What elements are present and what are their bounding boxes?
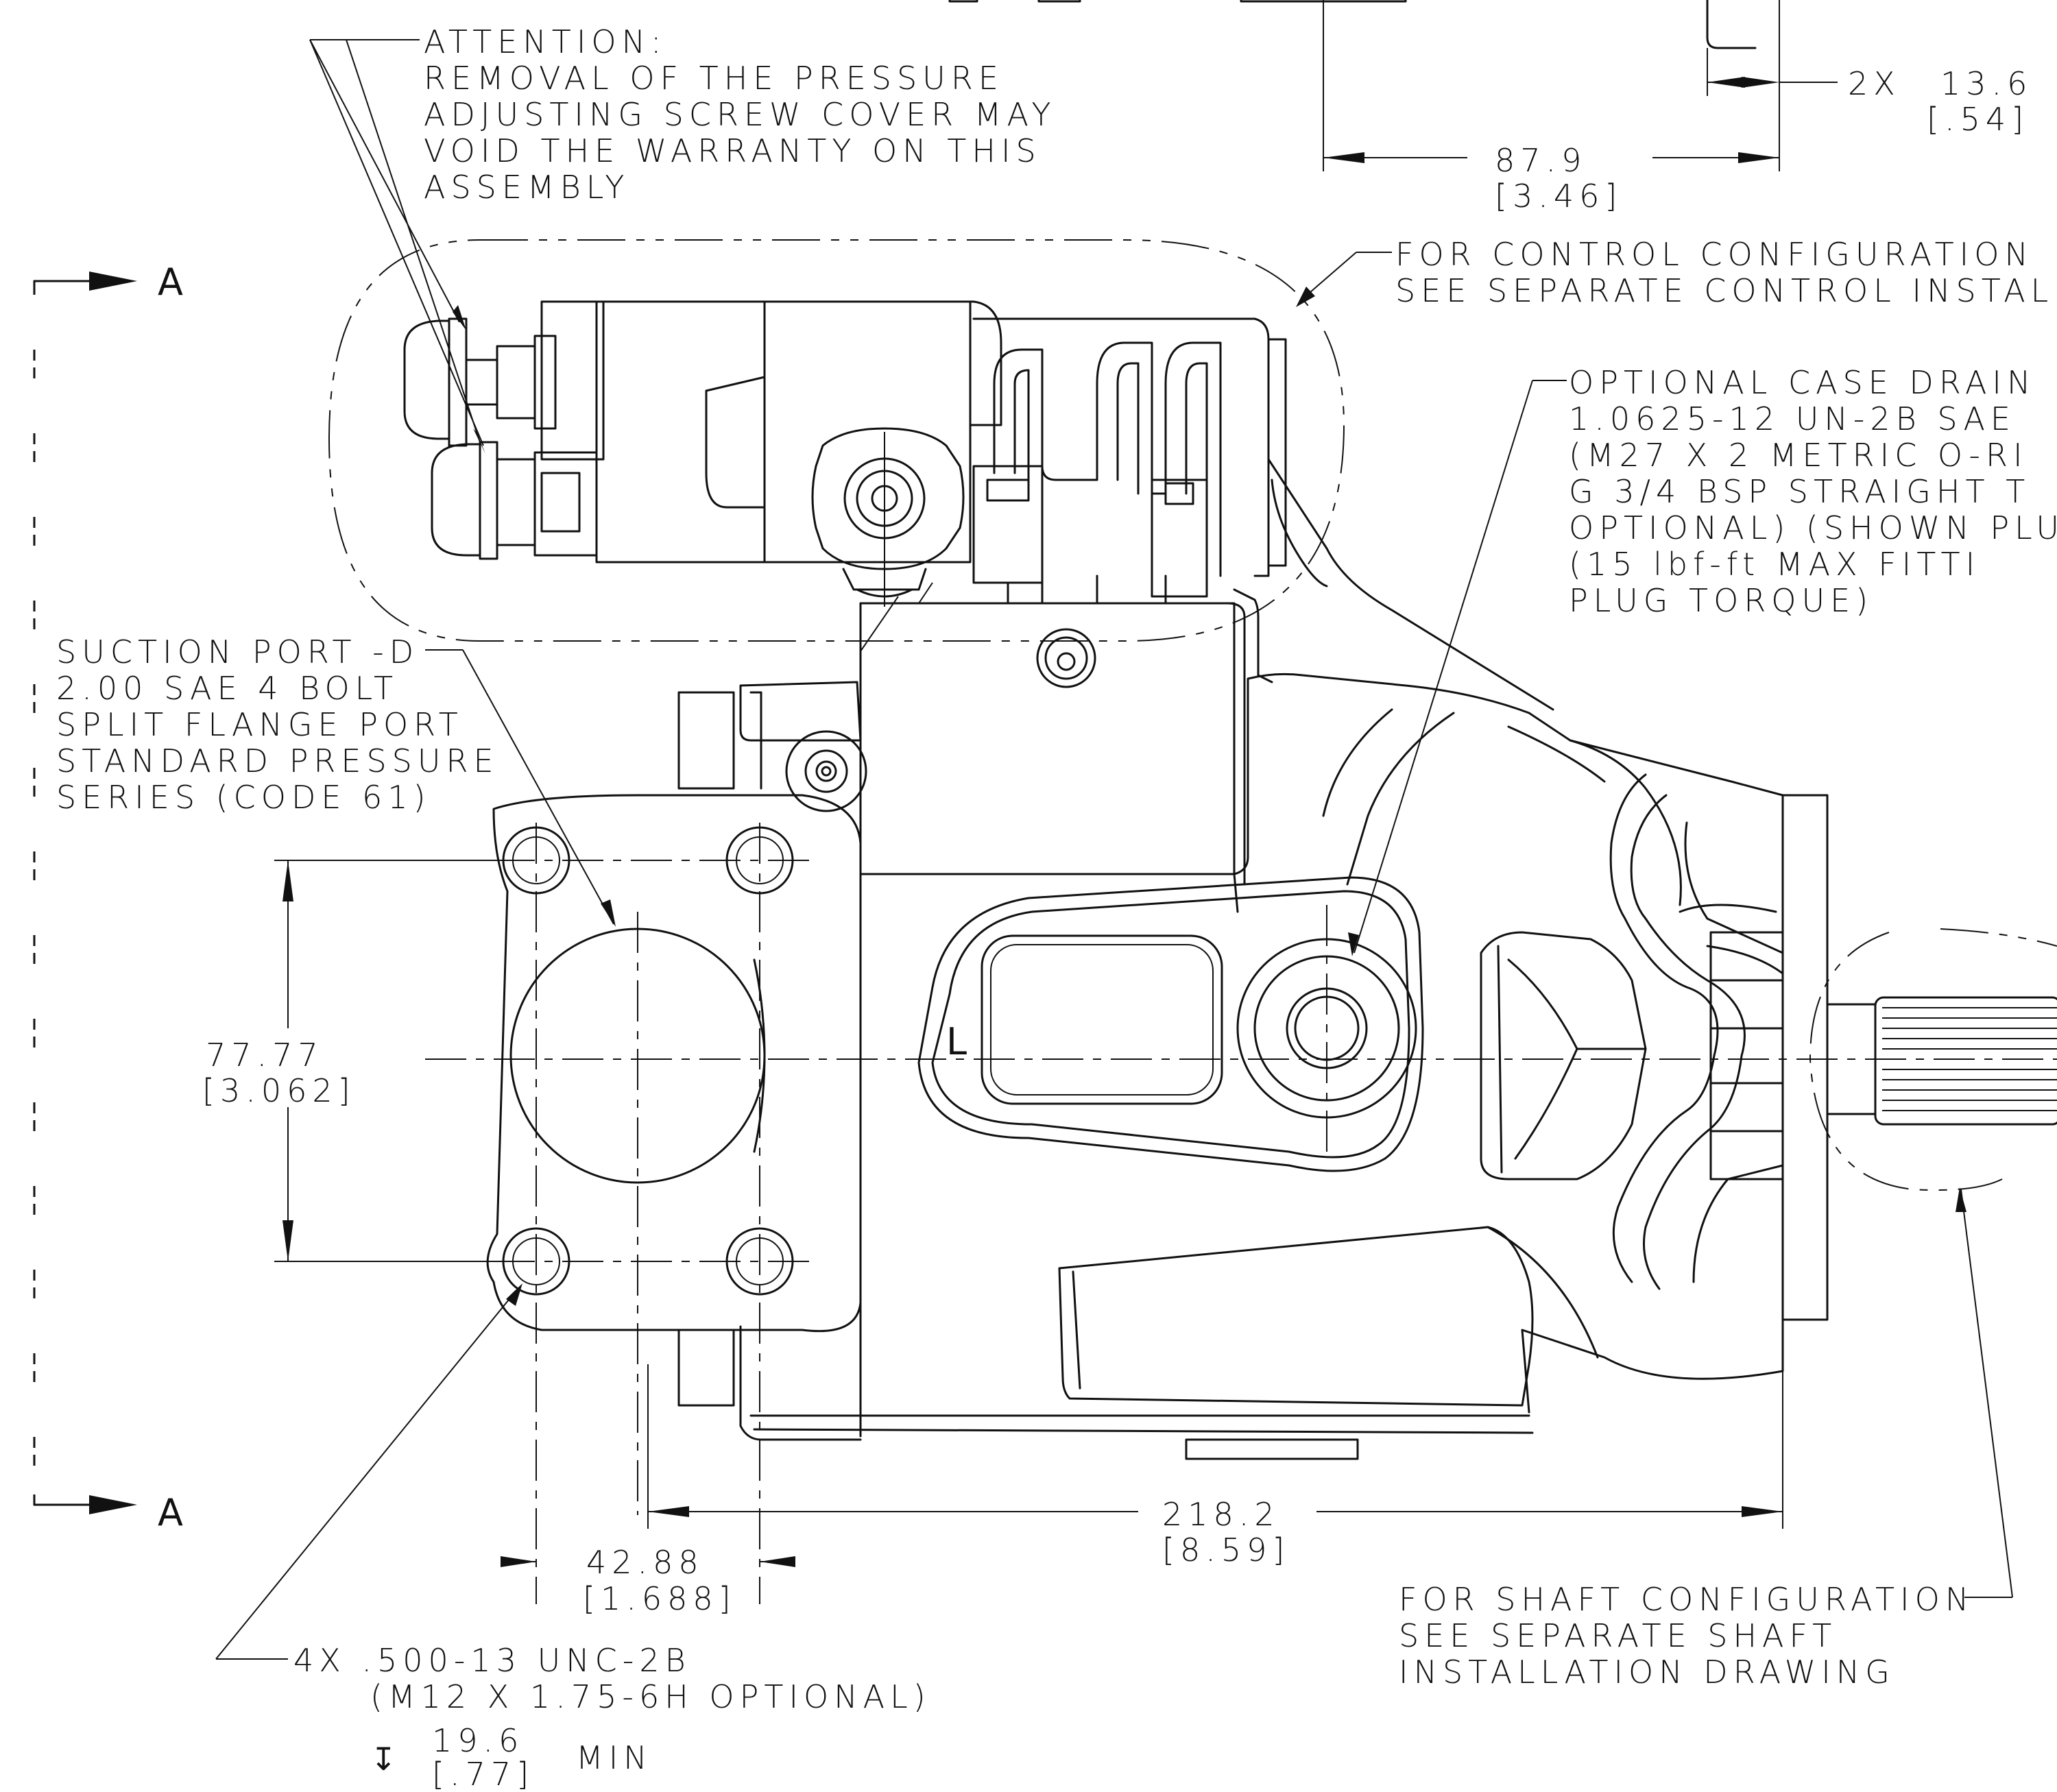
depth-suffix: MIN [576, 1739, 653, 1776]
suction-flange [486, 794, 862, 1333]
dim-218-2-mm: 218.2 [1162, 1496, 1280, 1533]
case-drain-note: OPTIONAL CASE DRAIN 1.0625-12 UN-2B SAE … [1348, 364, 2057, 956]
depth-value: 19.6 [432, 1722, 524, 1759]
attention-line-2: REMOVAL OF THE PRESSURE [424, 60, 1004, 97]
center-lines [425, 823, 2057, 1604]
case-drain-line-3: (M27 X 2 METRIC O-RI [1569, 437, 2028, 474]
dimension-42-88: 42.88 [1.688] [501, 1544, 795, 1617]
dim-2x-inch: [.54] [1927, 101, 2029, 138]
case-drain-boss [917, 876, 1424, 1172]
shaft-line-3: INSTALLATION DRAWING [1399, 1654, 1895, 1691]
dim-2x-mm: 13.6 [1940, 65, 2032, 102]
section-line-a: A A [33, 261, 183, 1534]
dim-218-2-inch: [8.59] [1162, 1531, 1290, 1569]
dim-42-88-mm: 42.88 [586, 1544, 704, 1581]
dimension-77-77: 77.77 [3.062] [202, 860, 507, 1262]
compensator-assembly [403, 300, 1554, 886]
dim-87-9-mm: 87.9 [1495, 142, 1587, 179]
depth-symbol: ↧ [370, 1741, 402, 1778]
dim-42-88-inch: [1.688] [583, 1580, 736, 1617]
suction-line-1: SUCTION PORT -D [56, 633, 419, 670]
thread-line-2: (M12 X 1.75-6H OPTIONAL) [370, 1678, 931, 1715]
suction-port-note: SUCTION PORT -D 2.00 SAE 4 BOLT SPLIT FL… [56, 633, 616, 927]
control-line-2: SEE SEPARATE CONTROL INSTAL [1395, 272, 2054, 309]
case-drain-line-2: 1.0625-12 UN-2B SAE [1569, 400, 2016, 437]
part-marking: L [946, 1020, 967, 1063]
flange-bolt-holes [502, 826, 794, 1296]
control-note: FOR CONTROL CONFIGURATION SEE SEPARATE C… [1296, 236, 2054, 309]
thread-note: 4X .500-13 UNC-2B (M12 X 1.75-6H OPTIONA… [215, 1283, 931, 1792]
section-label-top: A [158, 261, 183, 304]
shaft-note: FOR SHAFT CONFIGURATION SEE SEPARATE SHA… [1399, 1187, 2013, 1691]
attention-line-5: ASSEMBLY [424, 169, 629, 206]
dim-2x-prefix: 2X [1848, 65, 1901, 102]
dim-77-77-mm: 77.77 [206, 1037, 324, 1074]
pump-housing: L [486, 673, 2057, 1460]
shaft-line-1: FOR SHAFT CONFIGURATION [1399, 1581, 1974, 1618]
suction-line-4: STANDARD PRESSURE [56, 742, 499, 779]
dimension-218-2: 218.2 [8.59] [647, 1364, 1783, 1569]
case-drain-line-7: PLUG TORQUE) [1569, 582, 1873, 619]
dim-87-9-inch: [3.46] [1495, 178, 1622, 215]
suction-line-2: 2.00 SAE 4 BOLT [56, 670, 398, 707]
thread-line-1: 4X .500-13 UNC-2B [293, 1642, 691, 1679]
attention-line-4: VOID THE WARRANTY ON THIS [424, 132, 1042, 169]
attention-line-3: ADJUSTING SCREW COVER MAY [424, 96, 1056, 133]
dimension-87-9: 87.9 [3.46] [1323, 142, 1779, 215]
case-drain-line-6: (15 lbf-ft MAX FITTI [1569, 546, 1980, 583]
suction-line-3: SPLIT FLANGE PORT [56, 706, 464, 743]
top-partial-features [948, 0, 1780, 171]
dim-77-77-inch: [3.062] [202, 1072, 356, 1109]
dimension-2x-13-6: 2X 13.6 [.54] [1707, 65, 2032, 138]
case-drain-line-1: OPTIONAL CASE DRAIN [1569, 364, 2036, 401]
attention-note: ATTENTION: REMOVAL OF THE PRESSURE ADJUS… [309, 23, 1056, 454]
control-phantom-outline [328, 239, 1345, 642]
attention-line-1: ATTENTION: [424, 23, 667, 60]
case-drain-line-4: G 3/4 BSP STRAIGHT T [1569, 473, 2030, 510]
section-label-bottom: A [158, 1491, 183, 1534]
case-drain-line-5: OPTIONAL) (SHOWN PLU [1569, 509, 2057, 546]
shaft-line-2: SEE SEPARATE SHAFT [1399, 1617, 1837, 1654]
depth-inch: [.77] [432, 1756, 534, 1792]
suction-line-5: SERIES (CODE 61) [56, 779, 431, 816]
control-line-1: FOR CONTROL CONFIGURATION [1395, 236, 2034, 273]
